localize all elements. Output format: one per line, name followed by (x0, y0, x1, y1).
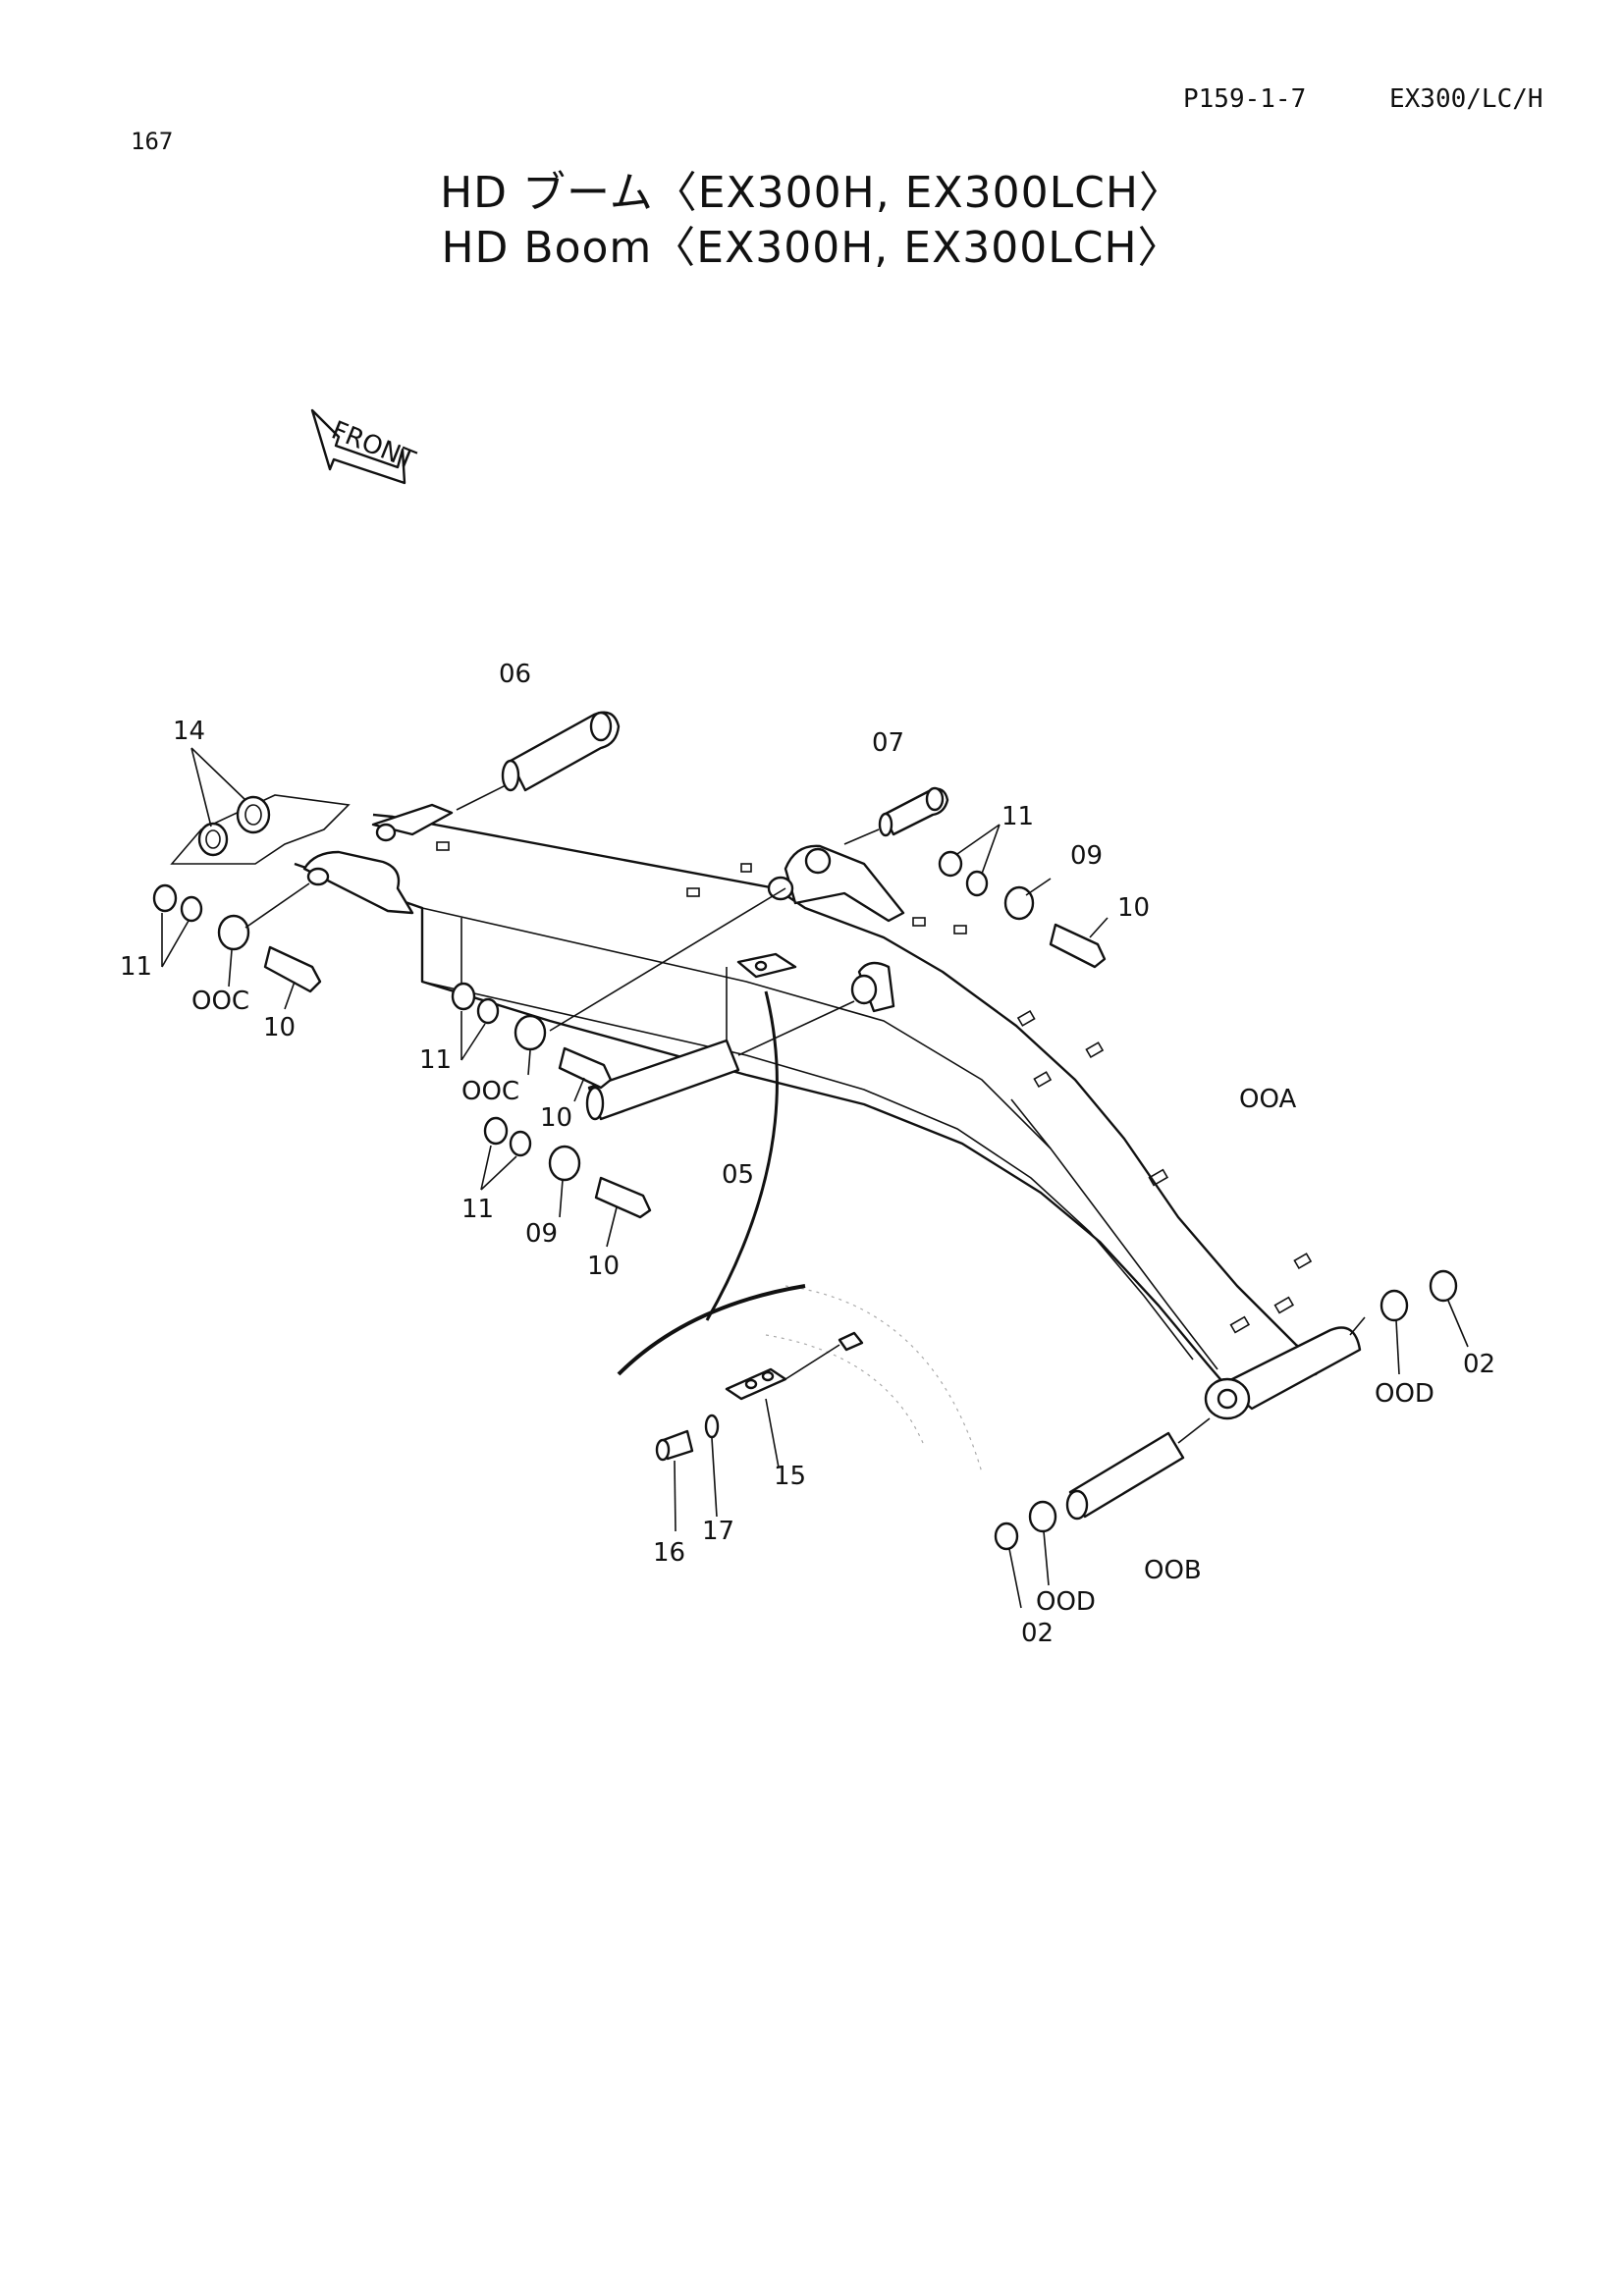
callout-07: 07 (872, 728, 904, 758)
callout-17: 17 (702, 1517, 734, 1546)
hardware-group-2 (451, 982, 613, 1090)
callout-05: 05 (722, 1160, 754, 1190)
pin-00b (1065, 1431, 1185, 1521)
page-number: 167 (131, 128, 174, 155)
callout-02-upper: 02 (1463, 1350, 1495, 1379)
callout-09-right: 09 (1070, 841, 1103, 871)
callout-ood-lower: OOD (1036, 1587, 1096, 1617)
pin-05 (585, 1039, 740, 1121)
hardware-group-1 (152, 883, 322, 993)
model-code: EX300/LC/H (1389, 84, 1543, 114)
callout-ooa: OOA (1239, 1085, 1296, 1114)
callout-ooc-mid: OOC (461, 1077, 519, 1106)
callout-10-mid: 10 (540, 1103, 572, 1133)
callout-10-right: 10 (1117, 893, 1150, 923)
bushings-lower (994, 1500, 1057, 1551)
callout-11-mid: 11 (419, 1045, 452, 1075)
title-japanese: HD ブーム〈EX300H, EX300LCH〉 (440, 168, 1183, 218)
bushings-upper (1380, 1269, 1458, 1322)
callout-06: 06 (499, 660, 531, 689)
title-english: HD Boom〈EX300H, EX300LCH〉 (441, 223, 1182, 273)
boom-body (294, 803, 1362, 1420)
hardware-group-3 (483, 1116, 652, 1219)
callout-11-right: 11 (1001, 802, 1034, 831)
front-arrow-icon: FRONT (310, 408, 419, 485)
callout-15: 15 (774, 1462, 806, 1491)
callout-10-left: 10 (263, 1013, 296, 1042)
callout-16: 16 (653, 1538, 685, 1568)
callout-09-low: 09 (525, 1219, 558, 1249)
callout-11-left: 11 (120, 952, 152, 982)
callout-oob: OOB (1144, 1556, 1202, 1585)
pin-06 (501, 711, 621, 792)
callout-11-low: 11 (461, 1195, 494, 1224)
plates-14 (170, 794, 351, 865)
callout-02-lower: 02 (1021, 1619, 1054, 1648)
reference-code: P159-1-7 (1183, 84, 1307, 114)
callout-ood-upper: OOD (1375, 1379, 1434, 1409)
callout-ooc-left: OOC (191, 987, 249, 1016)
pin-07 (878, 786, 949, 837)
callout-10-low: 10 (587, 1252, 620, 1281)
detail-bracket (655, 1331, 864, 1462)
callout-14: 14 (173, 717, 205, 746)
